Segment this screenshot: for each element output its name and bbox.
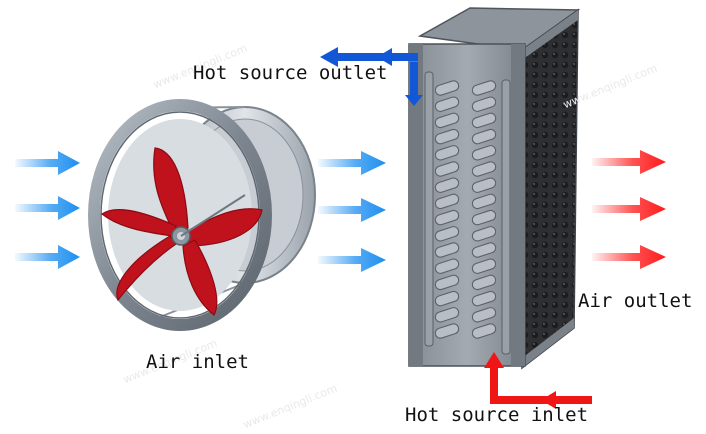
pipe-arrow-icon [377, 48, 392, 66]
tube-bend [471, 307, 497, 323]
airflow-arrow-icon [592, 150, 666, 174]
airflow-arrow-icon [15, 245, 80, 269]
tube-bend [434, 112, 460, 129]
tube-bend [434, 242, 460, 258]
tube-bend [471, 209, 497, 226]
tube-bend [434, 177, 460, 193]
airflow-arrow-icon [318, 151, 386, 175]
airflow-arrow-icon [592, 197, 666, 221]
airflow-arrow-icon [15, 196, 80, 220]
hot-source-outlet-pipe [320, 47, 423, 106]
airflow-arrow-icon [592, 245, 666, 269]
air-mid-arrows [318, 151, 386, 272]
axial-fan-icon [88, 99, 316, 331]
air-outlet-arrows [592, 150, 666, 269]
tube-bend [471, 96, 497, 112]
pipe-arrow-icon [405, 95, 423, 106]
air-inlet-label: Air inlet [146, 351, 249, 373]
tube-bend [434, 290, 460, 307]
tube-bend [471, 80, 497, 96]
tube-bend [434, 209, 460, 226]
tube-bend [434, 323, 460, 339]
tube-bend [471, 161, 497, 177]
tube-bend [471, 290, 497, 307]
tube-bend [434, 161, 460, 177]
tube-bend [434, 258, 460, 274]
pipe-arrow-icon [484, 352, 504, 368]
tube-bend [471, 274, 497, 291]
pipe-arrow-icon [320, 47, 338, 67]
tube-bend [434, 80, 460, 96]
hot-source-inlet-label: Hot source inlet [405, 404, 589, 426]
air-outlet-label: Air outlet [578, 290, 693, 312]
tube-bend [434, 145, 460, 161]
tube-bend [471, 112, 497, 129]
tube-bend [434, 96, 460, 112]
airflow-arrow-icon [15, 151, 80, 175]
tube-bend [471, 226, 497, 242]
tube-bend [471, 177, 497, 193]
hot-source-outlet-label: Hot source outlet [193, 62, 388, 84]
tube-bend [471, 193, 497, 210]
air-inlet-arrows [15, 151, 80, 269]
tube-bend [471, 128, 497, 145]
heat-exchanger-coil-icon [408, 7, 581, 370]
tube-bend [471, 145, 497, 161]
tube-bend [434, 274, 460, 291]
hot-source-inlet-pipe [484, 352, 592, 409]
tube-bend [471, 242, 497, 258]
tube-bend [434, 226, 460, 242]
tube-bend [434, 307, 460, 323]
tube-bend [434, 193, 460, 210]
pipe-arrow-icon [541, 391, 556, 409]
airflow-arrow-icon [318, 198, 386, 222]
tube-bend [471, 258, 497, 274]
tube-bend [471, 323, 497, 339]
tube-bend [434, 128, 460, 145]
airflow-arrow-icon [318, 248, 386, 272]
